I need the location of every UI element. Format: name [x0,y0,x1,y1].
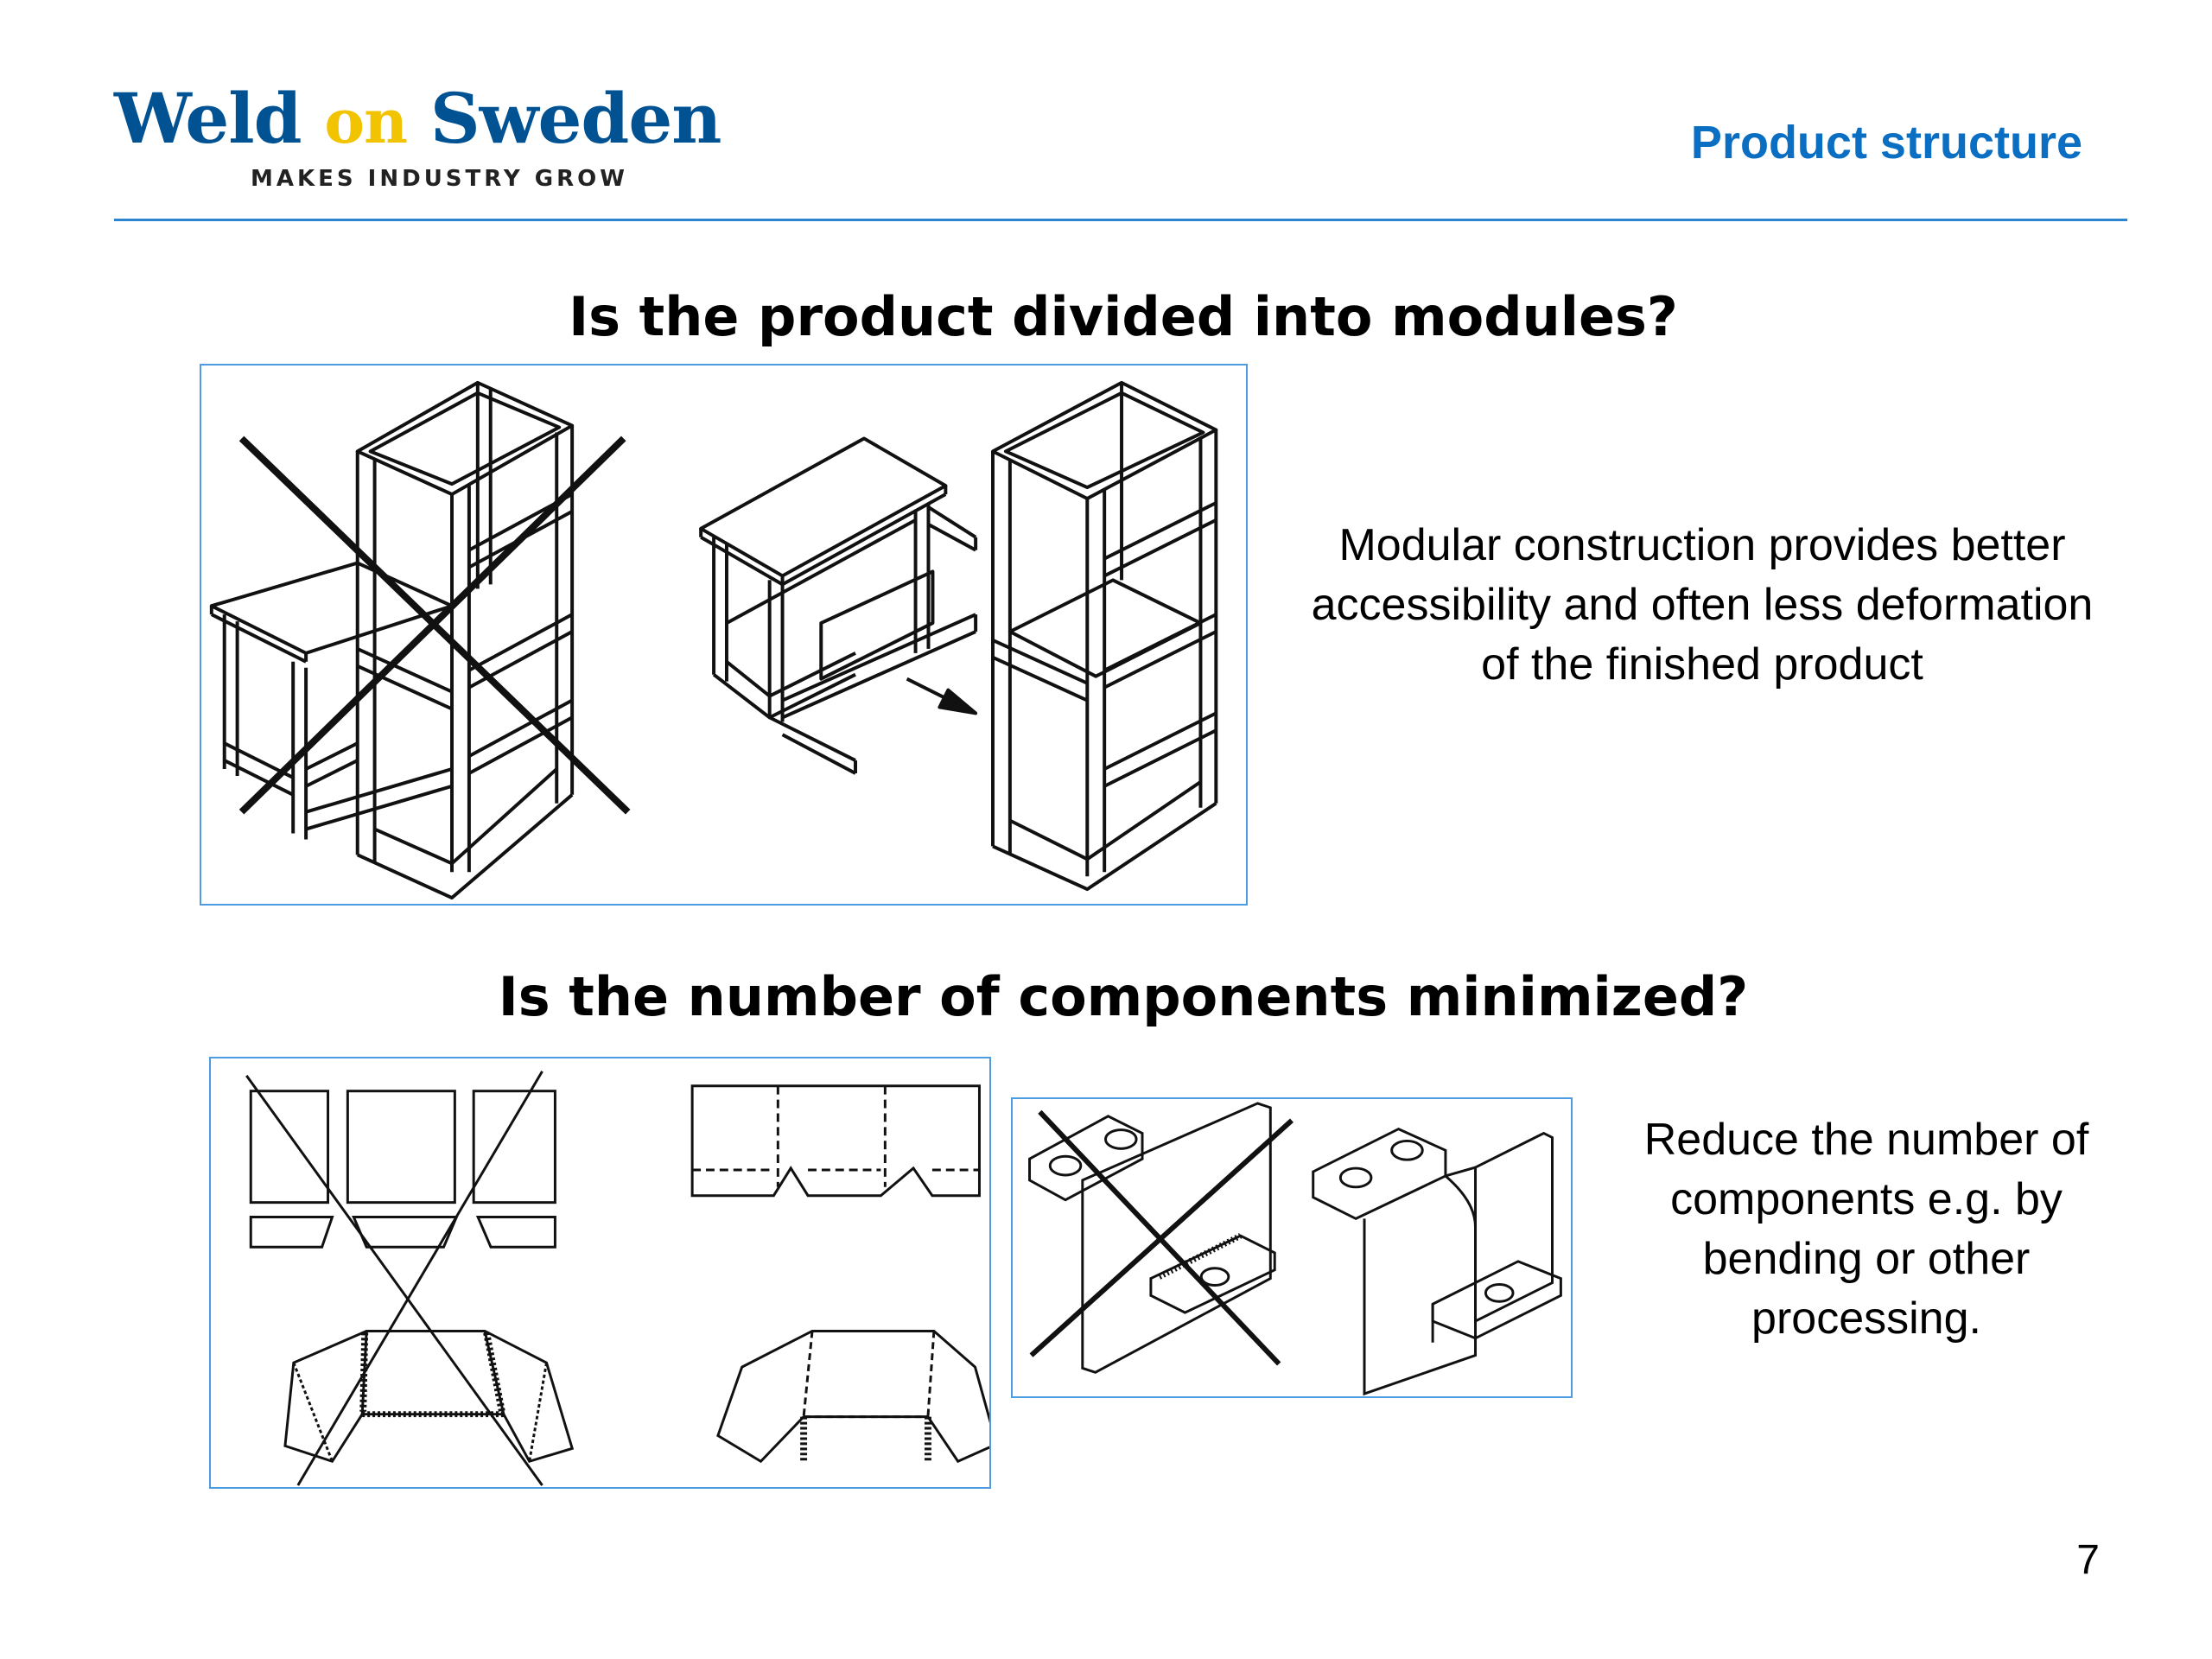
header-divider [114,219,2127,221]
question-modules-heading: Is the product divided into modules? [0,285,2212,348]
bent-plate-illustration [209,1057,991,1489]
modular-frame-drawing [201,365,1246,904]
modular-frame-illustration [200,364,1248,906]
components-description: Reduce the number of components e.g. by … [1607,1110,2126,1349]
separated-modules-drawing [701,383,1216,889]
cross-out-mark [1032,1112,1292,1364]
bent-bracket-drawing [1313,1129,1561,1394]
bracket-illustration [1011,1097,1573,1398]
logo-wordmark: Weld on Sweden [114,79,736,161]
logo-word-weld: Weld [114,78,302,159]
weld-on-sweden-logo: Weld on Sweden MAKES INDUSTRY GROW [114,79,736,192]
bracket-drawing [1013,1099,1571,1396]
separate-pieces-drawing [246,1071,572,1485]
page-number: 7 [2076,1536,2100,1584]
single-bent-piece-drawing [692,1086,989,1461]
cross-out-mark [242,438,628,811]
modules-description: Modular construction provides better acc… [1309,516,2095,695]
welded-bracket-drawing [1030,1103,1275,1372]
section-title: Product structure [1691,116,2082,169]
question-components-heading: Is the number of components minimized? [0,965,2212,1028]
logo-word-sweden: Sweden [430,78,721,159]
logo-tagline: MAKES INDUSTRY GROW [251,166,736,192]
bent-plate-drawing [211,1058,989,1487]
logo-word-on: on [324,86,407,157]
